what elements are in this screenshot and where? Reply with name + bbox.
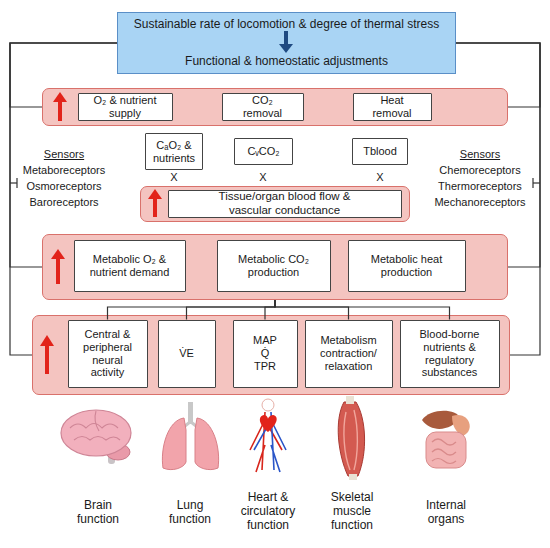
organ-response-box: MAP Q̇ TPR [233,320,298,388]
box-text: Heat removal [368,94,416,120]
variable-box: Metabolic O₂ & nutrient demand [74,240,186,292]
box-text: Tissue/organ blood flow & vascular condu… [210,190,360,217]
response-band: Central & peripheral neural activity V̇E M… [32,315,510,395]
variable-box: Tissue/organ blood flow & vascular condu… [168,190,402,218]
box-text: Metabolic O₂ & nutrient demand [82,253,178,279]
response-band: O₂ & nutrient supply CO₂ removal Heat remo… [42,88,508,126]
response-band: Metabolic O₂ & nutrient demand Metabolic … [42,234,508,300]
sensor-tee [10,178,17,188]
lung-illustration [162,402,218,470]
sensor-label: Chemoreceptors [425,164,535,177]
variable-box: CO₂ removal [222,93,304,121]
box-text: V̇E [179,347,194,360]
sensor-label: Thermoreceptors [425,180,535,193]
box-text: Central & peripheral neural activity [78,328,138,380]
organ-response-box: Central & peripheral neural activity [68,320,148,388]
box-text: Metabolic CO₂ production [224,253,324,279]
organs-illustration [422,411,470,468]
organ-label: Internal organs [418,498,474,526]
variable-box: O₂ & nutrient supply [78,93,173,121]
box-text: Metabolism contraction/ relaxation [307,334,391,373]
variable-box: Metabolic heat production [348,240,466,292]
organ-label: Skeletal muscle function [325,490,379,532]
box-text: MAP Q̇ TPR [250,334,280,373]
box-text: Blood-borne nutrients & regulatory subst… [405,328,495,380]
muscle-illustration [338,396,364,480]
organ-response-box: Metabolism contraction/ relaxation [305,320,393,388]
organ-label: Heart & circulatory function [235,490,301,532]
variable-box: Heat removal [353,93,432,121]
sensor-tee [533,178,540,188]
variable-box: Metabolic CO₂ production [217,240,331,292]
organ-label: Lung function [160,498,220,526]
sensor-label: Osmoreceptors [9,180,119,193]
organ-response-box: Blood-borne nutrients & regulatory subst… [400,320,500,388]
box-text: Sustainable rate of locomotion & degree … [134,17,440,31]
response-band: Tissue/organ blood flow & vascular condu… [140,186,410,222]
circulation-illustration [250,399,286,472]
box-text: O₂ & nutrient supply [80,94,170,120]
box-text: Tblood [363,145,397,158]
brain-illustration [61,410,131,464]
sensor-label: Baroreceptors [9,196,119,209]
blood-variable-box: CₐO₂ & nutrients [145,133,203,170]
box-text: CᵥCO₂ [247,145,279,158]
organ-response-box: V̇E [158,320,216,388]
sensor-heading: Sensors [9,148,119,161]
box-text: CO₂ removal [239,94,287,120]
header-box: Sustainable rate of locomotion & degree … [117,12,456,74]
box-text: Functional & homeostatic adjustments [185,54,388,68]
box-text: Metabolic heat production [357,253,457,279]
multiply-sign: X [253,171,273,184]
sensor-label: Mechanoreceptors [425,196,535,209]
blood-variable-box: CᵥCO₂ [234,138,293,165]
sensor-heading: Sensors [425,148,535,161]
box-text: CₐO₂ & nutrients [147,139,201,165]
multiply-sign: X [370,171,390,184]
organ-label: Brain function [68,498,128,526]
sensor-label: Metaboreceptors [9,164,119,177]
blood-variable-box: Tblood [352,138,408,165]
multiply-sign: X [164,171,184,184]
